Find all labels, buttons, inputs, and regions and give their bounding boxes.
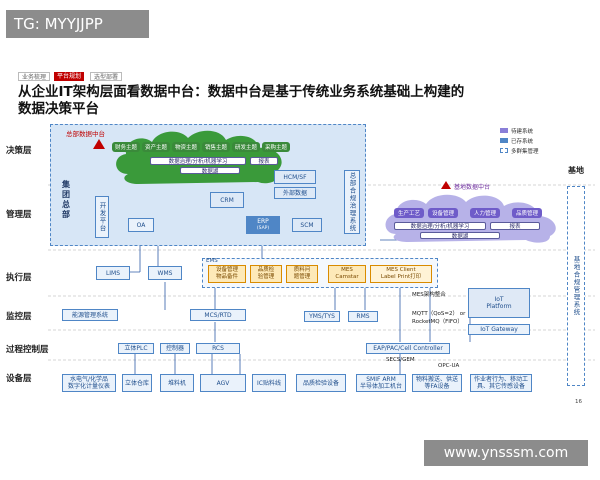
iot-gateway-box: IoT Gateway — [468, 324, 530, 335]
layer-label-process-control: 过程控制层 — [6, 345, 49, 355]
hq-report-bar: 报表 — [250, 157, 278, 165]
watermark-top: TG: MYYJJPP — [6, 10, 149, 38]
rms-box: RMS — [348, 311, 378, 322]
base-label: 基地 — [568, 166, 584, 175]
hq-crm-box: CRM — [210, 192, 244, 208]
mes-module-equipment: 设备管理 物品备件 — [208, 265, 246, 283]
breadcrumb-item-3: 选型部署 — [90, 72, 123, 81]
mes-module-quality: 品质检 验管理 — [250, 265, 282, 283]
mqtt-label: MQTT（QoS=2） or RocketMQ（FIFO） — [412, 311, 466, 325]
equip-sensors: 作业者行为、移动工 具、其它传感设备 — [470, 374, 532, 392]
alert-triangle-icon — [441, 181, 451, 189]
legend-planned: 待建系统 — [511, 129, 534, 135]
base-governance-bar: 数据治理/分析/机器学习 — [394, 222, 486, 230]
base-report-bar: 报表 — [490, 222, 540, 230]
base-compliance-system: 基地合规管理系统 — [567, 186, 585, 386]
hq-chip-rnd: 研发主题 — [232, 142, 260, 152]
legend-cluster: 多群集管理 — [511, 149, 539, 155]
hq-erp-box: ERP (SAP) — [246, 216, 280, 234]
mes-integration-label: MES架构整合 — [412, 292, 446, 298]
plc-box: 立体PLC — [118, 343, 154, 354]
hq-dev-platform: 开发平台 — [95, 196, 109, 238]
hq-chip-finance: 财务主题 — [112, 142, 140, 152]
hq-cloud-label: 总部数据中台 — [66, 130, 105, 138]
page-number: 16 — [575, 399, 582, 405]
eap-box: EAP/PAC/Cell Controller — [366, 343, 450, 354]
equip-quality: 品质检验设备 — [296, 374, 346, 392]
equip-meter: 水电气/化学品 数字化计量仪表 — [62, 374, 116, 392]
base-chip-quality: 品质管理 — [512, 208, 542, 218]
base-chip-process: 生产工艺 — [394, 208, 424, 218]
rcs-box: RCS — [196, 343, 240, 354]
equip-stacker: 堆料机 — [160, 374, 194, 392]
layer-label-management: 管理层 — [6, 210, 32, 220]
layer-label-monitoring: 监控层 — [6, 312, 32, 322]
title-line-2: 数据决策平台 — [18, 101, 99, 117]
mes-module-material: 质料问 题管理 — [286, 265, 318, 283]
hq-erp-sublabel: (SAP) — [256, 226, 270, 231]
breadcrumb-item-1: 业务梳理 — [18, 72, 51, 81]
hq-chip-sales: 销售主题 — [202, 142, 230, 152]
hq-group-label: 集团总部 — [62, 180, 70, 219]
legend-existing: 已存系统 — [511, 139, 534, 145]
base-chip-equipment: 设备管理 — [428, 208, 458, 218]
yms-tys-box: YMS/TYS — [304, 311, 340, 322]
base-chip-hr: 人力管理 — [470, 208, 500, 218]
equip-warehouse: 立体仓库 — [122, 374, 152, 392]
wms-box: WMS — [148, 266, 182, 280]
title-line-1: 从企业IT架构层面看数据中台：数据中台是基于传统业务系统基础上构建的 — [18, 84, 465, 100]
hq-external-data-box: 外部数据 — [274, 187, 316, 199]
hq-chip-material: 物资主题 — [172, 142, 200, 152]
mes-camstar-box: MES Camstar — [328, 265, 366, 283]
layer-label-equipment: 设备层 — [6, 374, 32, 384]
hq-chip-procurement: 采购主题 — [262, 142, 290, 152]
opc-ua-label: OPC-UA — [438, 363, 460, 369]
hq-hcm-box: HCM/SF — [274, 170, 316, 184]
ems-label: EMS — [206, 258, 218, 264]
hq-scm-box: SCM — [292, 218, 322, 232]
layer-label-execution: 执行层 — [6, 273, 32, 283]
breadcrumb-item-2: 平台规划 — [54, 72, 85, 81]
equip-fa: 物料搬送、供送 等FA设备 — [412, 374, 462, 392]
hq-oa-box: OA — [128, 218, 154, 232]
hq-chip-asset: 资产主题 — [142, 142, 170, 152]
lims-box: LIMS — [96, 266, 130, 280]
equip-ic-line: IC贴料线 — [252, 374, 286, 392]
watermark-bottom: www.ynsssm.com — [424, 440, 588, 466]
iot-platform-box: IoT Platform — [468, 288, 530, 318]
secs-gem-label: SECS/GEM — [386, 357, 415, 363]
mes-client-box: MES Client Label Print打印 — [370, 265, 432, 283]
hq-erp-label: ERP — [257, 218, 269, 225]
legend-swatch-existing — [500, 138, 508, 143]
hq-governance-bar: 数据治理/分析/机器学习 — [150, 157, 246, 165]
page-title: 从企业IT架构层面看数据中台：数据中台是基于传统业务系统基础上构建的 数据决策平… — [18, 84, 578, 118]
hq-lake-bar: 数据湖 — [180, 167, 240, 175]
base-cloud-shape — [385, 194, 556, 243]
base-lake-bar: 数据湖 — [420, 232, 500, 240]
legend-swatch-cluster — [500, 148, 508, 153]
base-cloud-label: 基地数据中台 — [454, 184, 491, 191]
legend-swatch-planned — [500, 128, 508, 133]
controller-box: 控制器 — [160, 343, 190, 354]
layer-label-decision: 决策层 — [6, 146, 32, 156]
alert-triangle-icon — [93, 139, 105, 149]
hq-compliance-system: 总部合规治理系统 — [344, 170, 360, 234]
equip-smif: SMIF ARM 半导体加工机台 — [356, 374, 406, 392]
mcs-rtd-box: MCS/RTD — [190, 309, 246, 321]
energy-mgmt-box: 能源管理系统 — [62, 309, 118, 321]
equip-agv: AGV — [200, 374, 246, 392]
